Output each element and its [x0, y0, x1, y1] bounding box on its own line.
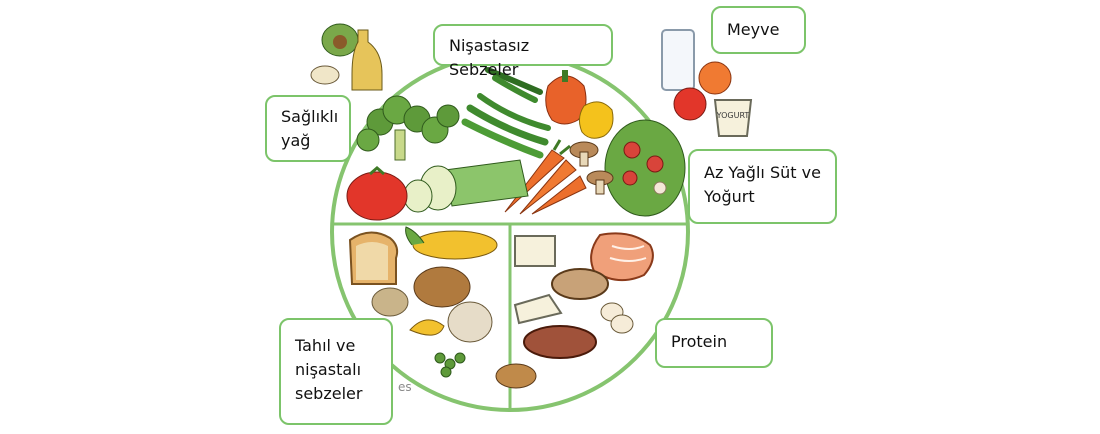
label-fruit-text: Meyve	[727, 20, 780, 39]
chicken-icon	[551, 268, 609, 300]
label-healthy-fat: Sağlıklı yağ	[265, 95, 351, 162]
avocado-and-oil-icon	[310, 23, 383, 91]
label-grains-line-3: sebzeler	[295, 384, 363, 403]
broccoli-icon	[356, 95, 460, 161]
label-low-fat-dairy-line-1: Az Yağlı Süt ve	[704, 163, 821, 182]
label-nonstarchy-vegetables: Nişastasız Sebzeler	[433, 24, 613, 79]
rice-icon	[371, 287, 409, 317]
label-nonstarchy-vegetables-text: Nişastasız Sebzeler	[449, 36, 530, 79]
oats-icon	[447, 301, 493, 343]
fruit-and-dairy-icon	[661, 29, 753, 137]
label-low-fat-dairy: Az Yağlı Süt ve Yoğurt	[688, 149, 837, 224]
eggs-icon	[600, 302, 634, 334]
label-protein: Protein	[655, 318, 773, 368]
label-fruit: Meyve	[711, 6, 806, 54]
label-protein-text: Protein	[671, 332, 728, 351]
cheese-icon	[513, 293, 563, 325]
tomato-icon	[346, 166, 408, 221]
label-healthy-fat-line-1: Sağlıklı	[281, 107, 339, 126]
bread-icon	[348, 231, 399, 285]
nuts-icon	[495, 363, 537, 389]
steak-icon	[523, 325, 597, 359]
fragment-text: es	[398, 380, 412, 394]
mushroom-icon	[569, 141, 614, 195]
salad-icon	[604, 119, 686, 217]
cucumber-icon	[403, 159, 529, 213]
corn-icon	[405, 226, 498, 260]
green-beans-icon	[461, 67, 551, 159]
label-grains-line-1: Tahıl ve	[295, 336, 356, 355]
potato-icon	[413, 266, 471, 308]
yogurt-cup-text: YOGURT	[716, 111, 750, 120]
label-grains-line-2: nişastalı	[295, 360, 362, 379]
label-grains-starchy: Tahıl ve nişastalı sebzeler	[279, 318, 393, 425]
bell-pepper-icon	[545, 70, 614, 139]
label-healthy-fat-line-2: yağ	[281, 131, 311, 150]
peas-icon	[434, 352, 466, 378]
label-low-fat-dairy-line-2: Yoğurt	[704, 187, 755, 206]
salmon-icon	[590, 232, 654, 282]
tofu-icon	[514, 235, 556, 267]
tortilla-icon	[409, 319, 445, 336]
